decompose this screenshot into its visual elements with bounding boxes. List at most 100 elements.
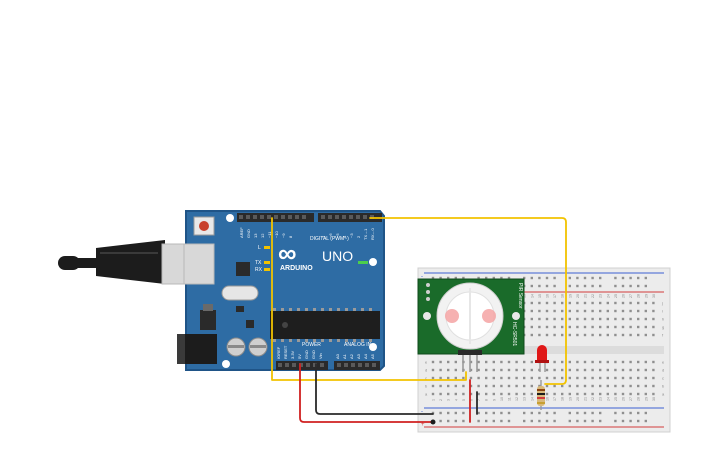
breadboard-hole[interactable] [431,411,435,415]
breadboard-hole[interactable] [621,368,625,372]
breadboard-hole[interactable] [599,376,602,380]
breadboard-hole[interactable] [561,376,564,380]
breadboard-hole[interactable] [477,276,480,280]
led[interactable] [535,345,549,372]
breadboard-hole[interactable] [652,301,655,305]
breadboard-hole[interactable] [447,411,450,415]
breadboard-hole[interactable] [477,392,480,396]
breadboard-hole[interactable] [629,419,632,423]
breadboard-hole[interactable] [431,276,435,280]
breadboard-hole[interactable] [591,276,594,280]
breadboard-hole[interactable] [583,360,587,364]
breadboard-hole[interactable] [644,325,647,329]
breadboard-hole[interactable] [530,376,533,380]
breadboard-hole[interactable] [583,392,587,396]
breadboard-hole[interactable] [469,360,473,364]
breadboard-hole[interactable] [523,376,526,380]
breadboard-hole[interactable] [568,284,571,288]
breadboard-hole[interactable] [629,376,632,380]
breadboard-hole[interactable] [477,368,480,372]
pir-sensor[interactable]: PIR Sensor HC-SR501 [417,278,525,372]
breadboard-hole[interactable] [652,325,655,329]
breadboard-hole[interactable] [439,368,442,372]
breadboard-hole[interactable] [515,368,518,372]
breadboard-hole[interactable] [614,411,617,415]
breadboard-hole[interactable] [583,317,587,321]
breadboard-hole[interactable] [447,276,450,280]
breadboard-hole[interactable] [553,276,556,280]
breadboard-hole[interactable] [545,284,549,288]
breadboard-hole[interactable] [629,276,632,280]
breadboard-hole[interactable] [507,360,511,364]
breadboard-hole[interactable] [652,309,655,313]
breadboard-hole[interactable] [606,333,609,337]
breadboard-hole[interactable] [485,368,488,372]
breadboard-hole[interactable] [469,376,473,380]
breadboard-hole[interactable] [644,419,647,423]
breadboard-hole[interactable] [454,384,457,388]
breadboard-hole[interactable] [538,301,541,305]
breadboard-hole[interactable] [545,392,549,396]
breadboard-hole[interactable] [644,368,647,372]
breadboard-hole[interactable] [538,333,541,337]
breadboard-hole[interactable] [621,284,625,288]
breadboard-hole[interactable] [621,333,625,337]
breadboard-hole[interactable] [553,392,556,396]
breadboard-hole[interactable] [652,333,655,337]
breadboard-hole[interactable] [538,317,541,321]
breadboard-hole[interactable] [599,309,602,313]
breadboard-hole[interactable] [439,419,442,423]
breadboard-hole[interactable] [553,333,556,337]
breadboard-hole[interactable] [523,276,526,280]
breadboard-hole[interactable] [454,368,457,372]
breadboard-hole[interactable] [568,360,571,364]
breadboard-hole[interactable] [561,384,564,388]
breadboard-hole[interactable] [614,368,617,372]
breadboard-hole[interactable] [477,419,480,423]
breadboard-hole[interactable] [599,276,602,280]
breadboard-hole[interactable] [545,384,549,388]
breadboard-hole[interactable] [576,419,579,423]
breadboard-hole[interactable] [644,360,647,364]
breadboard-hole[interactable] [553,360,556,364]
breadboard-hole[interactable] [621,317,625,321]
breadboard-hole[interactable] [561,301,564,305]
breadboard-hole[interactable] [553,301,556,305]
breadboard-hole[interactable] [462,384,465,388]
breadboard-hole[interactable] [507,419,511,423]
breadboard-hole[interactable] [485,419,488,423]
breadboard-hole[interactable] [462,276,465,280]
breadboard-hole[interactable] [652,368,655,372]
wire-black-gnd[interactable] [315,363,434,415]
breadboard-hole[interactable] [545,276,549,280]
breadboard-hole[interactable] [576,325,579,329]
breadboard-hole[interactable] [637,392,640,396]
breadboard-hole[interactable] [576,301,579,305]
breadboard-hole[interactable] [583,384,587,388]
breadboard-hole[interactable] [599,317,602,321]
breadboard-hole[interactable] [637,384,640,388]
breadboard-hole[interactable] [538,309,541,313]
breadboard-hole[interactable] [606,384,609,388]
breadboard-hole[interactable] [629,317,632,321]
breadboard-hole[interactable] [538,411,541,415]
breadboard-hole[interactable] [576,317,579,321]
breadboard-hole[interactable] [591,284,594,288]
breadboard-hole[interactable] [583,325,587,329]
breadboard-hole[interactable] [561,368,564,372]
breadboard-hole[interactable] [644,333,647,337]
breadboard-hole[interactable] [614,309,617,313]
breadboard-hole[interactable] [606,301,609,305]
breadboard-hole[interactable] [439,276,442,280]
breadboard-hole[interactable] [523,360,526,364]
breadboard-hole[interactable] [500,360,503,364]
breadboard-hole[interactable] [507,411,511,415]
breadboard-hole[interactable] [553,309,556,313]
breadboard-hole[interactable] [568,301,571,305]
breadboard-hole[interactable] [599,411,602,415]
breadboard-hole[interactable] [652,317,655,321]
breadboard-hole[interactable] [583,309,587,313]
breadboard-hole[interactable] [545,419,549,423]
breadboard-hole[interactable] [439,376,442,380]
breadboard-hole[interactable] [583,276,587,280]
